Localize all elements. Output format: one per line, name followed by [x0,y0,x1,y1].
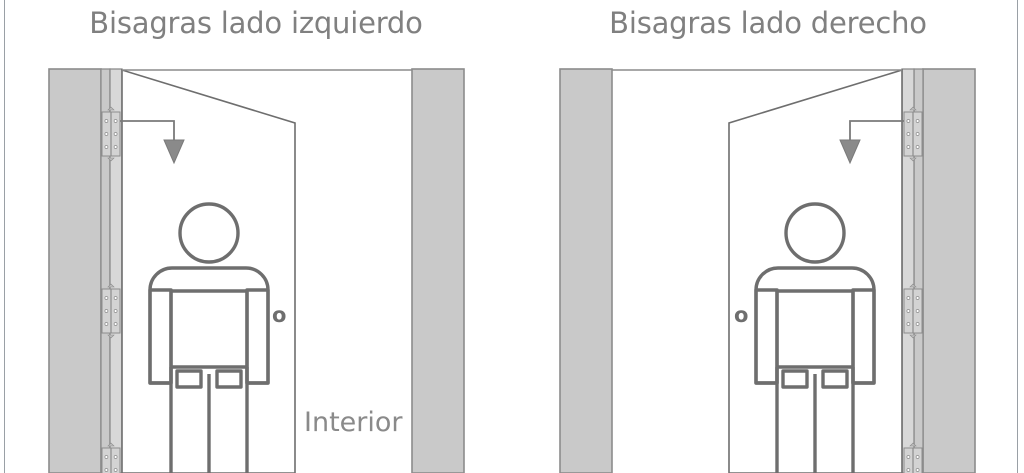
door-handle-right: o [734,303,749,327]
page-right-rule [1017,0,1018,473]
person-arm-right [754,288,779,385]
person-pocket-right [781,369,809,389]
person-pocket-right [215,369,243,389]
person-arm-left [148,288,173,385]
person-pocket-left [175,369,203,389]
panel-hinges-right: Bisagras lado derecho [512,0,1024,473]
door-leaf-right [728,68,903,473]
hinge-top-left [101,106,121,162]
panel-title-right: Bisagras lado derecho [609,6,927,40]
panel-hinges-left: Bisagras lado izquierdo [48,6,465,473]
door-leaf-left [121,68,296,473]
panel-title-left: Bisagras lado izquierdo [89,6,423,40]
hinge-callout-arrow-right [839,120,904,165]
hinge-middle-right [903,283,923,339]
hinge-bottom-right [903,442,923,473]
page-left-rule [4,0,5,473]
wall-block-left [922,68,976,473]
door-illustration-right [512,0,1024,473]
person-arm-left [851,288,876,385]
wall-block-right [559,68,613,473]
door-illustration-left [48,68,465,473]
wall-block-right [411,68,465,473]
wall-block-left [48,68,102,473]
person-head [784,202,846,264]
person-silhouette-right [754,202,876,473]
person-head [178,202,240,264]
person-arm-right [245,288,270,385]
hinge-callout-arrow-left [120,120,185,165]
door-handle-left: o [272,303,287,327]
person-silhouette-left [148,202,270,473]
person-legs [775,367,855,473]
hinge-top-right [903,106,923,162]
hinge-middle-left [101,283,121,339]
person-pocket-left [821,369,849,389]
interior-label-left: Interior [304,407,403,438]
hinge-bottom-left [101,442,121,473]
person-legs [169,367,249,473]
